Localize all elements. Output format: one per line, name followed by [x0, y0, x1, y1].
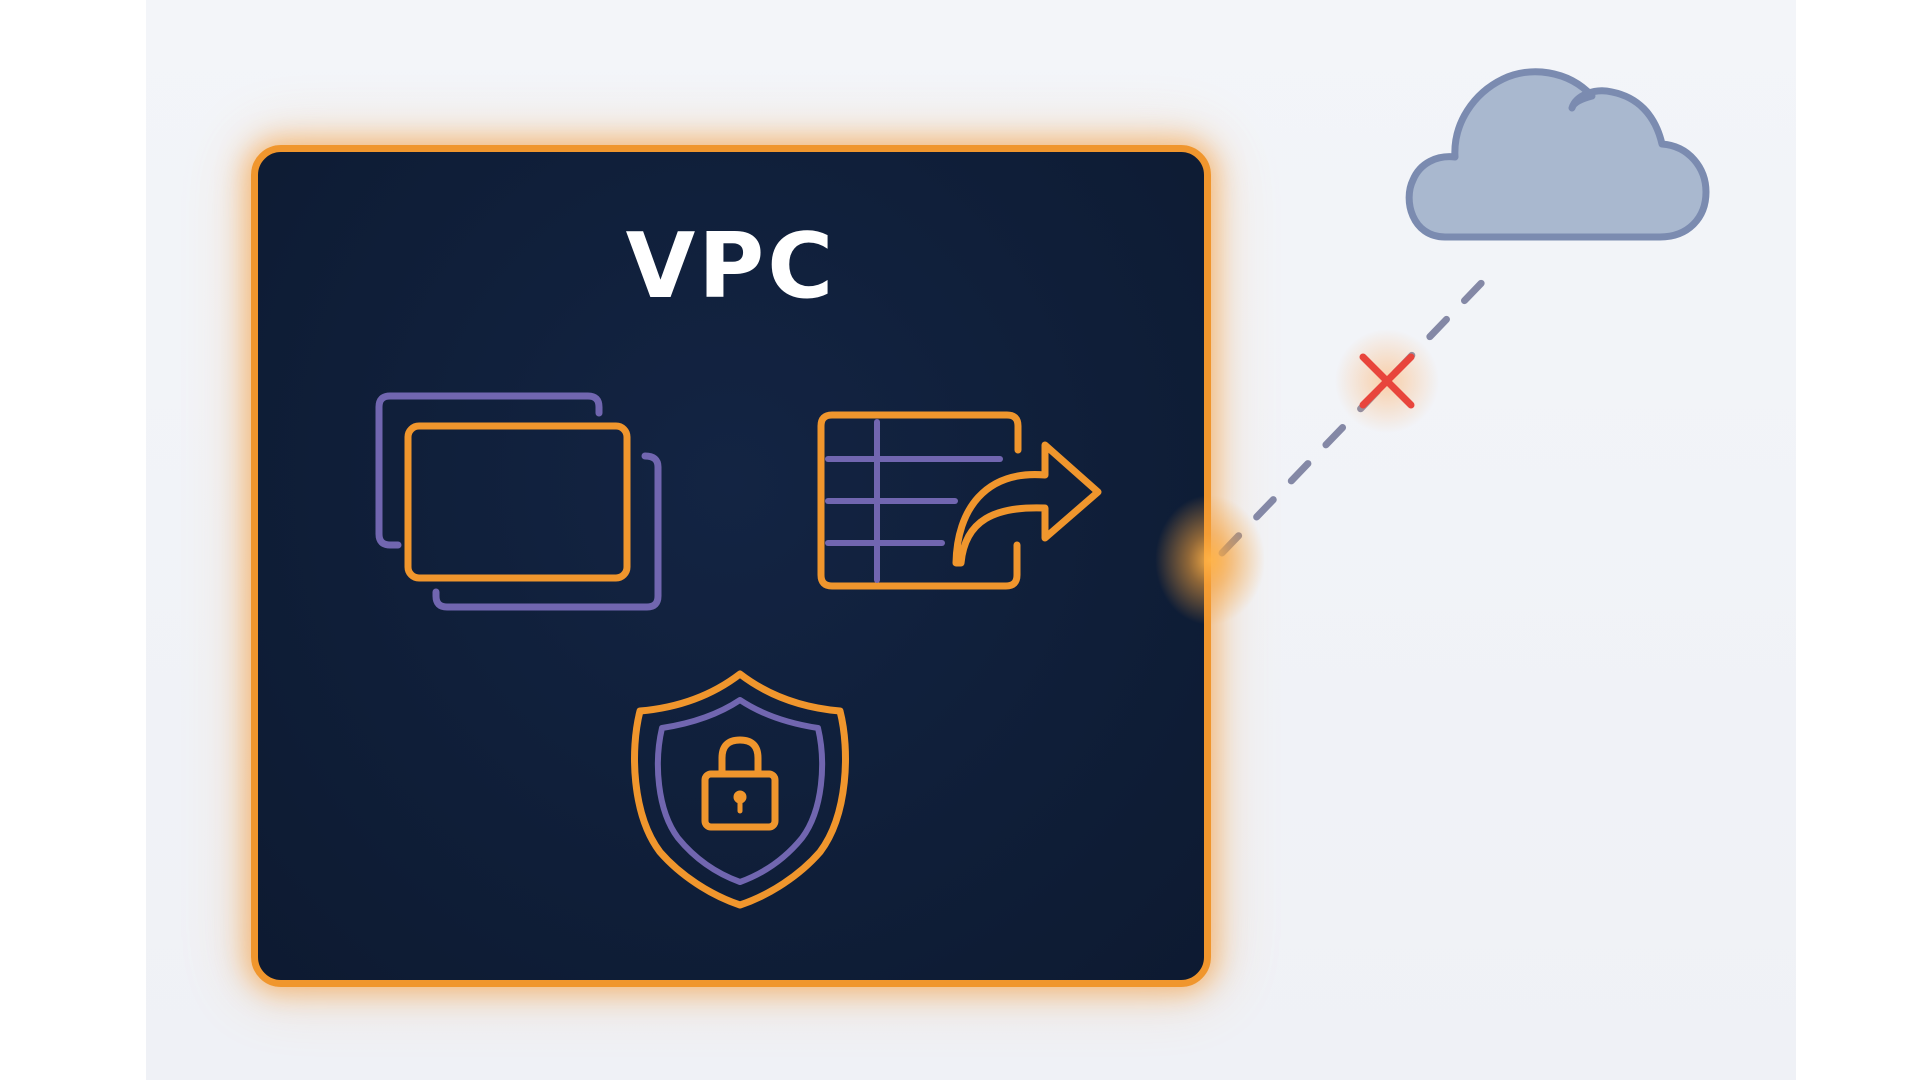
route-table-icon [817, 411, 1102, 590]
vpc-label: VPC [625, 214, 837, 319]
blocked-connection [1218, 268, 1496, 557]
shield-lock-icon [631, 670, 849, 909]
blocked-x-icon [1335, 329, 1439, 433]
connection-point-glow [1155, 495, 1265, 625]
cloud-icon [1405, 68, 1710, 241]
stacked-windows-icon [375, 392, 662, 611]
